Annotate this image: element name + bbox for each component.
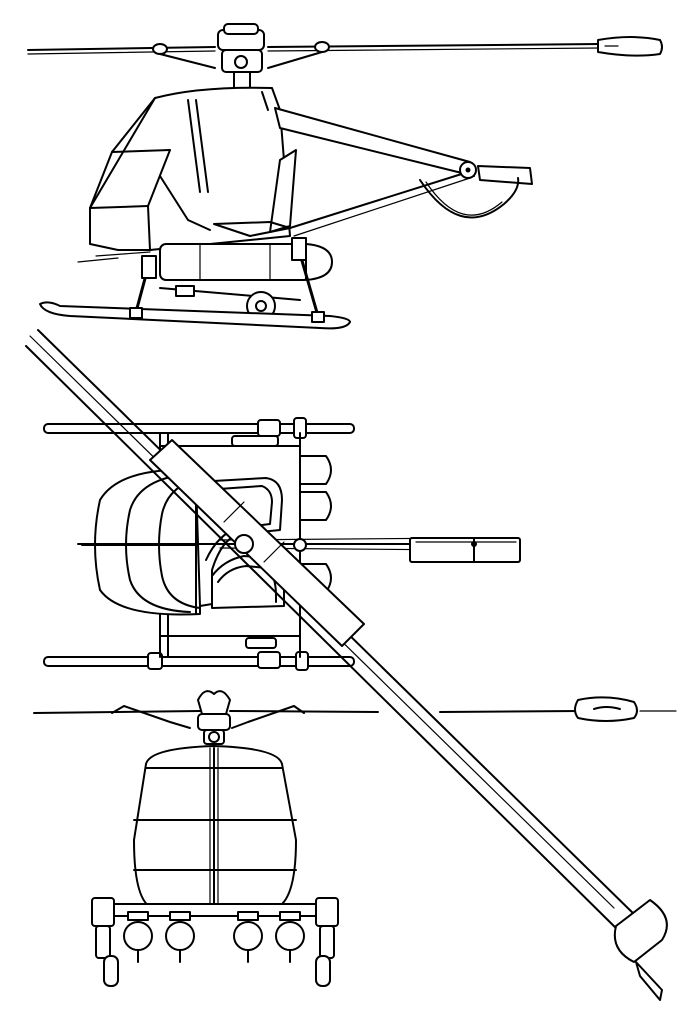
side-tail-boom (274, 107, 533, 237)
front-view (33, 690, 677, 987)
top-rotor-blade (25, 329, 668, 1001)
top-tail-boom (77, 537, 521, 563)
top-view (25, 329, 668, 1001)
side-view (27, 23, 663, 330)
front-landing-gear (91, 897, 339, 987)
front-cabin (133, 745, 297, 909)
side-cabin (77, 86, 297, 263)
side-landing-gear (39, 237, 351, 330)
side-rotor-head (217, 23, 265, 125)
top-canopy (81, 468, 201, 616)
side-fuel-tank (159, 243, 333, 281)
front-rotor-head (197, 690, 231, 745)
front-main-rotor (33, 696, 677, 729)
side-main-rotor (27, 36, 663, 69)
